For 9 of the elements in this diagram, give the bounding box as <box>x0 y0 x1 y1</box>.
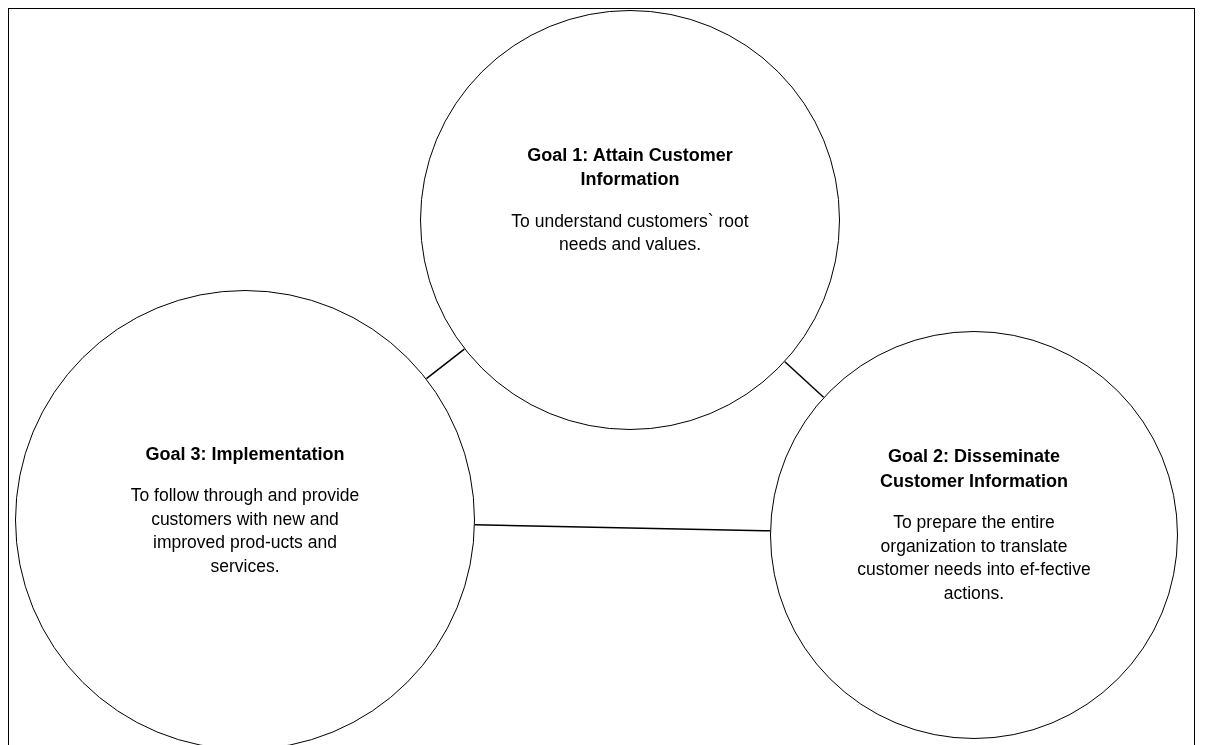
goal-heading: Goal 1: Attain Customer Information <box>526 144 734 192</box>
connector-line <box>425 348 466 380</box>
connector-line <box>784 361 825 398</box>
goal-description: To prepare the entire organization to translate customer needs into ef-fective actions. <box>856 511 1092 605</box>
goal-heading: Goal 3: Implementation <box>144 442 346 466</box>
connector-line <box>474 524 771 532</box>
goal-description: To follow through and provide customers with new and improved prod-ucts and services. <box>129 483 361 578</box>
goal-description: To understand customers` root needs and values. <box>510 209 750 257</box>
goal-heading: Goal 2: Disseminate Customer Information <box>879 445 1069 493</box>
